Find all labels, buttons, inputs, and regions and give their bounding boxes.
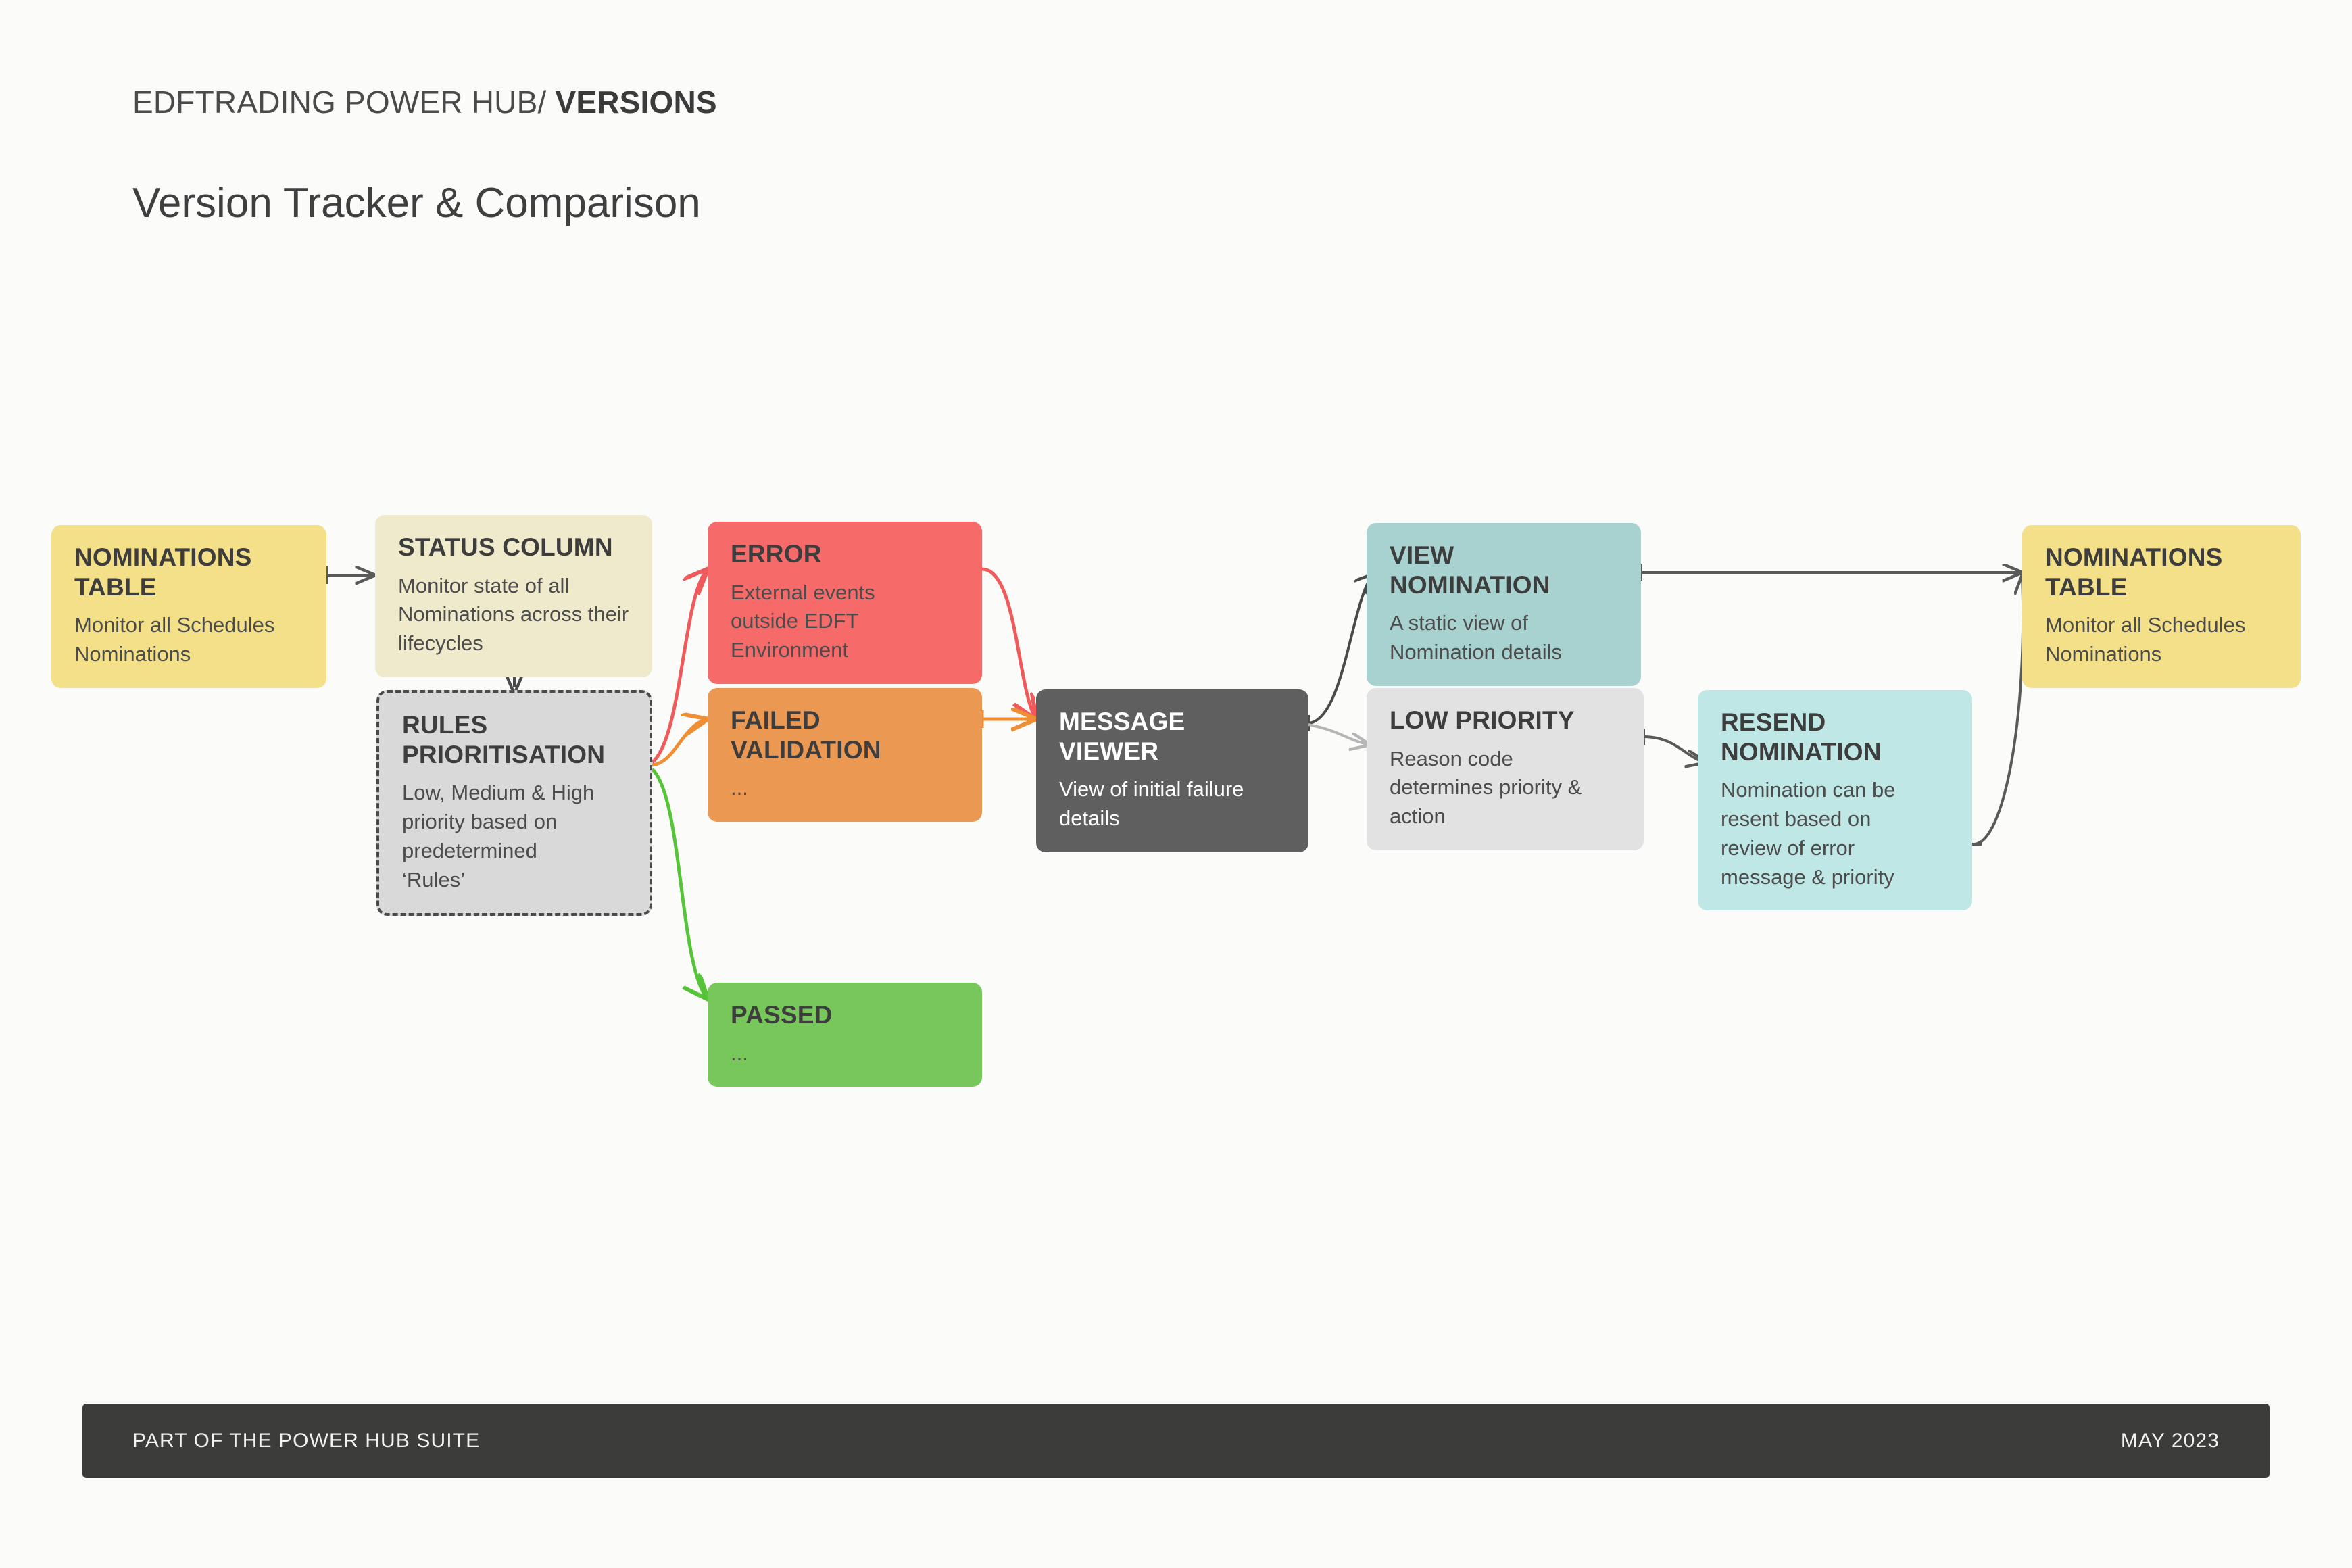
node-view-nomination[interactable]: VIEW NOMINATION A static view of Nominat… <box>1367 523 1641 686</box>
node-nominations-table-right[interactable]: NOMINATIONS TABLE Monitor all Schedules … <box>2022 525 2301 688</box>
node-description: Nomination can be resent based on review… <box>1721 778 1896 889</box>
node-nominations-table-left[interactable]: NOMINATIONS TABLE Monitor all Schedules … <box>51 525 326 688</box>
connector-resend-nomination-to-nominations-table <box>1965 575 2023 846</box>
footer-right-text: MAY 2023 <box>2120 1429 2220 1452</box>
node-title: RULES PRIORITISATION <box>402 711 606 768</box>
node-description: Monitor state of all Nominations across … <box>398 573 629 656</box>
node-title: MESSAGE VIEWER <box>1059 708 1185 765</box>
node-description: Reason code determines priority & action <box>1390 746 1582 829</box>
footer-left-text: PART OF THE POWER HUB SUITE <box>132 1429 481 1452</box>
node-rules-prioritisation[interactable]: RULES PRIORITISATION Low, Medium & High … <box>376 690 652 916</box>
connector-error-to-message-viewer <box>981 567 1036 719</box>
node-title: VIEW NOMINATION <box>1390 541 1550 599</box>
breadcrumb: EDFTRADING POWER HUB/ VERSIONS <box>132 84 717 120</box>
node-description: Low, Medium & High priority based on pre… <box>402 781 595 891</box>
connector-view-nomination-to-nominations-table <box>1640 564 2022 581</box>
node-message-viewer[interactable]: MESSAGE VIEWER View of initial failure d… <box>1036 689 1308 852</box>
node-low-priority[interactable]: LOW PRIORITY Reason code determines prio… <box>1367 688 1644 850</box>
connector-rules-to-error <box>651 569 708 764</box>
node-resend-nomination[interactable]: RESEND NOMINATION Nomination can be rese… <box>1698 690 1972 911</box>
node-description: View of initial failure details <box>1059 777 1244 831</box>
connector-rules-to-failed-validation <box>652 719 708 767</box>
connector-message-viewer-to-low-priority <box>1308 723 1370 745</box>
connector-failed-validation-to-message-viewer <box>980 710 1036 728</box>
node-status-column[interactable]: STATUS COLUMN Monitor state of all Nomin… <box>375 515 652 677</box>
node-title: PASSED <box>731 1001 833 1029</box>
breadcrumb-current: VERSIONS <box>555 84 717 120</box>
node-title: FAILED VALIDATION <box>731 706 881 764</box>
node-description: ... <box>731 1041 748 1065</box>
node-error[interactable]: ERROR External events outside EDFT Envir… <box>708 522 982 684</box>
node-title: NOMINATIONS TABLE <box>74 543 252 601</box>
node-title: STATUS COLUMN <box>398 533 613 561</box>
breadcrumb-prefix: EDFTRADING POWER HUB/ <box>132 84 556 120</box>
footer-bar: PART OF THE POWER HUB SUITE MAY 2023 <box>82 1404 2270 1478</box>
page-title: Version Tracker & Comparison <box>132 180 701 226</box>
node-description: ... <box>731 776 748 800</box>
connector-rules-to-passed <box>651 768 708 999</box>
node-description: Monitor all Schedules Nominations <box>2045 613 2246 666</box>
node-title: ERROR <box>731 540 822 568</box>
connector-message-viewer-to-view-nomination <box>1307 574 1374 731</box>
connector-nominations-to-status <box>325 566 375 584</box>
node-description: Monitor all Schedules Nominations <box>74 613 275 666</box>
node-title: RESEND NOMINATION <box>1721 708 1882 766</box>
node-failed-validation[interactable]: FAILED VALIDATION ... <box>708 688 982 823</box>
node-title: NOMINATIONS TABLE <box>2045 543 2223 601</box>
node-passed[interactable]: PASSED ... <box>708 983 982 1087</box>
node-description: A static view of Nomination details <box>1390 611 1563 664</box>
node-description: External events outside EDFT Environment <box>731 580 875 662</box>
connector-low-priority-to-resend-nomination <box>1642 729 1706 762</box>
node-title: LOW PRIORITY <box>1390 706 1575 734</box>
